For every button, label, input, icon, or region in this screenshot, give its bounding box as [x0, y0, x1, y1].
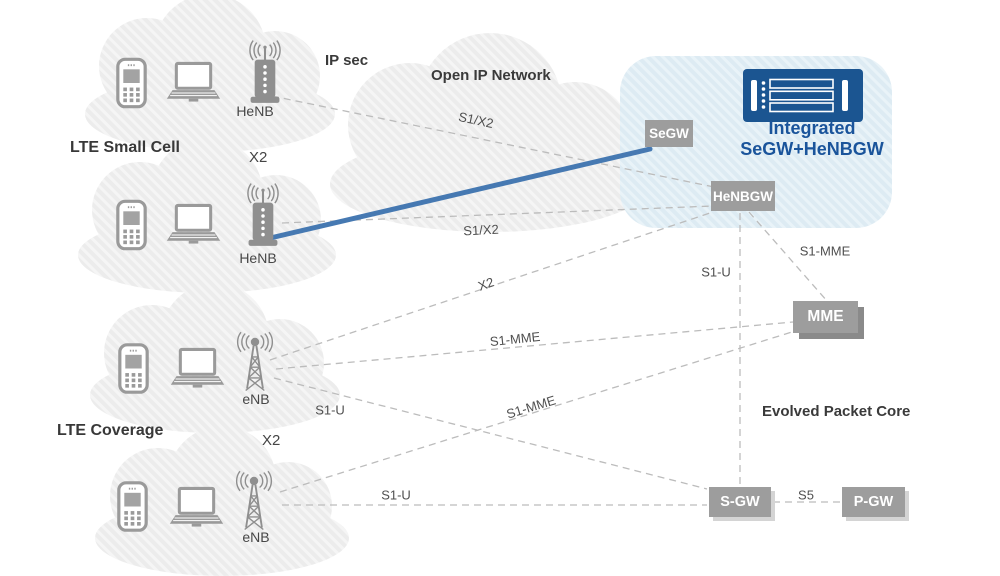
region-label-lte-coverage: LTE Coverage — [57, 422, 164, 439]
link-label-s1u-enb-bottom: S1-U — [381, 487, 411, 503]
secure-tunnel-line-henb-segw — [263, 146, 653, 242]
node-sgw: S-GW — [709, 487, 771, 517]
node-segw: SeGW — [645, 120, 693, 147]
mobile-phone-icon — [118, 343, 149, 394]
device-label-enb-bottom: eNB — [242, 529, 270, 545]
laptop-icon — [165, 203, 222, 246]
device-label-enb-top: eNB — [242, 391, 270, 407]
mobile-phone-icon — [116, 57, 147, 109]
link-label-s1x2-mid: S1/X2 — [462, 221, 500, 239]
node-henbgw: HeNBGW — [711, 181, 775, 211]
laptop-icon — [169, 347, 226, 390]
region-label-lte-small-cell: LTE Small Cell — [70, 139, 180, 156]
device-label-henb-top: HeNB — [236, 103, 274, 119]
node-pgw: P-GW — [842, 487, 905, 517]
gateway-title-line1: Integrated — [768, 118, 856, 138]
mobile-phone-icon — [117, 481, 148, 532]
laptop-icon — [168, 486, 225, 529]
node-mme: MME — [793, 301, 858, 333]
device-label-henb-mid: HeNB — [239, 250, 277, 266]
integrated-gateway-title: Integrated SeGW+HeNBGW — [740, 118, 884, 160]
label-ip-sec: IP sec — [325, 52, 369, 69]
server-rack-icon — [743, 69, 863, 122]
gateway-title-line2: SeGW+HeNBGW — [740, 139, 884, 159]
cloud-open-ip-network — [330, 33, 650, 232]
link-line-henbgw-mme — [748, 211, 828, 302]
interface-label-x2-coverage: X2 — [262, 432, 281, 449]
laptop-icon — [165, 61, 222, 104]
link-line-enb-top-mme — [275, 321, 794, 370]
link-line-enb-top-henbgw — [269, 211, 714, 361]
link-label-s1u-enb-top: S1-U — [315, 402, 345, 418]
link-line-enb-bottom-mme — [279, 330, 796, 493]
region-label-open-ip-network: Open IP Network — [431, 67, 551, 84]
link-label-s1u-henbgw: S1-U — [701, 264, 731, 280]
mobile-phone-icon — [116, 199, 147, 251]
link-line-enb-top-sgw — [273, 377, 708, 490]
link-label-s5: S5 — [798, 487, 814, 503]
interface-label-x2-small-cell: X2 — [249, 149, 268, 166]
region-label-evolved-packet-core: Evolved Packet Core — [762, 403, 911, 420]
link-line-henb-top-henbgw — [271, 95, 715, 188]
link-label-s1mme-henbgw: S1-MME — [799, 243, 851, 259]
